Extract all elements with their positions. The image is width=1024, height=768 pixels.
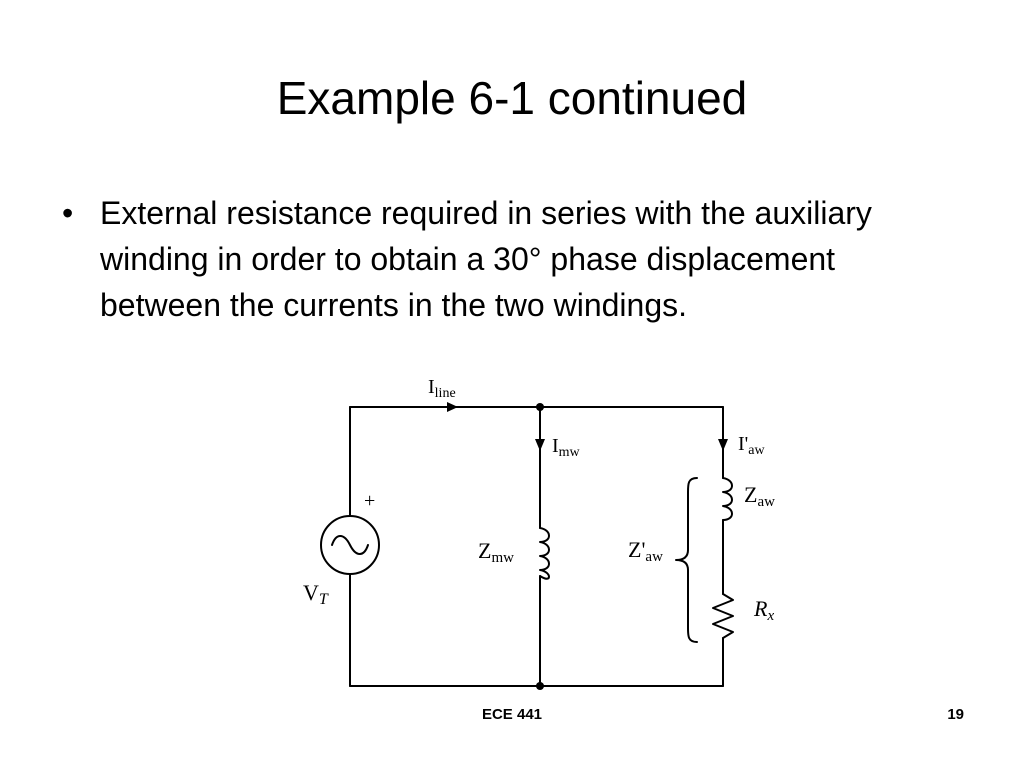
i-mw-arrow-icon	[535, 439, 545, 451]
v-t-label: VT	[303, 580, 329, 608]
rx-resistor	[712, 593, 734, 639]
brace-bracket	[675, 477, 698, 643]
i-aw-label: I'aw	[738, 433, 765, 458]
junction-bottom	[536, 682, 544, 690]
page-number: 19	[947, 706, 964, 723]
bullet-marker: •	[62, 195, 74, 231]
bullet-text: External resistance required in series w…	[100, 195, 872, 323]
i-line-label: Iline	[428, 376, 456, 401]
z-aw-prime-label: Z'aw	[628, 537, 663, 565]
plus-sign: +	[364, 490, 375, 512]
bullet-item: • External resistance required in series…	[62, 190, 962, 328]
junction-top	[536, 403, 544, 411]
z-mw-inductor	[539, 527, 550, 580]
i-mw-label: Imw	[552, 435, 581, 460]
footer-course: ECE 441	[481, 706, 543, 723]
rx-label: Rx	[753, 596, 774, 624]
z-mw-label: Zmw	[478, 538, 514, 566]
z-aw-label: Zaw	[744, 482, 775, 510]
slide-title: Example 6-1 continued	[276, 72, 748, 124]
i-line-arrow-icon	[447, 402, 458, 412]
i-aw-arrow-icon	[718, 439, 728, 451]
ac-source-circle	[320, 515, 380, 575]
z-aw-inductor	[722, 477, 733, 521]
sine-icon	[331, 535, 369, 555]
